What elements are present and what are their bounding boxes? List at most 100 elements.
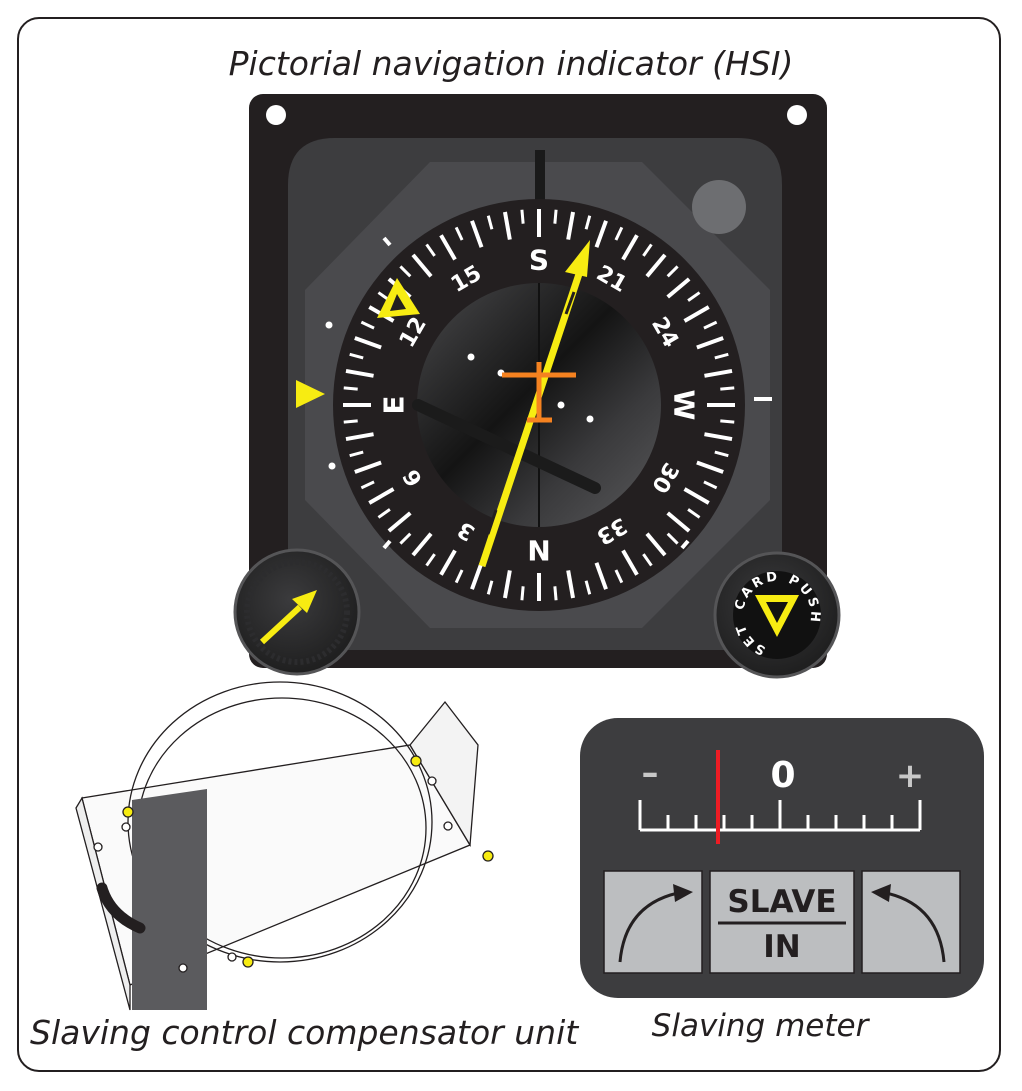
compass-tick [360, 320, 375, 330]
cw-slave-button[interactable] [861, 870, 961, 974]
slave-in-button[interactable]: SLAVE IN [709, 870, 855, 974]
compass-tick [621, 549, 639, 576]
compass-tick [666, 265, 679, 278]
compass-tick [349, 450, 364, 458]
compass-tick [454, 226, 464, 241]
compass-tick [399, 265, 412, 278]
compass-tick [703, 320, 718, 330]
compass-tick [666, 511, 691, 533]
compass-tick [439, 549, 457, 576]
compass-tick [642, 553, 653, 567]
meter-zero-label: 0 [770, 755, 795, 796]
deviation-dot [557, 401, 565, 409]
slave-label: SLAVE [727, 884, 836, 920]
mount-hole [93, 842, 103, 852]
compass-tick [621, 234, 639, 261]
compass-tick [354, 336, 382, 350]
compensator-slot [96, 882, 146, 934]
compass-tick [720, 419, 735, 424]
compass-tick [470, 562, 484, 590]
aircraft-symbol-icon [502, 362, 576, 423]
screw-icon [122, 806, 134, 818]
compensator-dark-band [132, 789, 207, 1010]
bezel-index [382, 236, 392, 247]
compass-tick [411, 532, 433, 557]
compass-tick [470, 220, 484, 248]
compass-tick [454, 569, 464, 584]
compass-tick [584, 580, 592, 595]
compass-tick [553, 209, 558, 224]
meter-scale [638, 800, 922, 832]
compass-tick [520, 209, 525, 224]
meter-caption: Slaving meter [651, 1008, 869, 1044]
bezel-index [382, 539, 392, 550]
mount-hole [121, 822, 131, 832]
screw-icon [482, 850, 494, 862]
compensator-caption: Slaving control compensator unit [30, 1013, 579, 1052]
compass-tick [696, 336, 724, 350]
compass-label-n: N [527, 534, 550, 567]
compass-tick [368, 487, 395, 505]
compass-tick [704, 432, 733, 442]
mount-hole [427, 776, 437, 786]
compass-tick [387, 511, 412, 533]
compass-card-ticks [343, 209, 735, 601]
meter-minus-label: – [642, 753, 659, 793]
compass-tick [343, 419, 358, 424]
compass-tick [502, 570, 512, 599]
compass-tick [343, 386, 358, 391]
in-label: IN [763, 929, 800, 965]
compass-tick [645, 532, 667, 557]
compass-label-w: W [668, 390, 701, 421]
mount-hole-left [266, 105, 286, 125]
compass-tick [439, 234, 457, 261]
indicator-lamp [692, 180, 746, 234]
compass-label-s: S [529, 244, 549, 277]
mount-hole [443, 821, 453, 831]
compass-tick [502, 211, 512, 240]
screw-icon [242, 956, 254, 968]
course-pointer-icon [478, 240, 590, 568]
compass-tick [425, 553, 436, 567]
compass-tick [411, 253, 433, 278]
compass-tick [645, 253, 667, 278]
compass-tick [666, 532, 679, 545]
compass-tick [687, 508, 701, 519]
compass-tick [486, 215, 494, 230]
compass-tick [683, 487, 710, 505]
mount-hole [227, 952, 237, 962]
compass-tick [345, 432, 374, 442]
mount-hole-right [787, 105, 807, 125]
compass-tick [345, 368, 374, 378]
ccw-arrow-icon [871, 884, 946, 963]
compass-tick [687, 291, 701, 302]
compass-tick [360, 480, 375, 490]
compass-tick [566, 570, 576, 599]
compass-tick [349, 352, 364, 360]
compass-tick [553, 586, 558, 601]
bezel-dot [325, 321, 333, 329]
compass-tick [354, 460, 382, 474]
compass-tick [594, 562, 608, 590]
hsi-title: Pictorial navigation indicator (HSI) [228, 44, 794, 83]
course-knob-arrow-icon [259, 590, 317, 645]
compass-tick [720, 386, 735, 391]
heading-set-triangle-inner [766, 602, 788, 623]
compass-tick [666, 277, 691, 299]
compass-label-e: E [378, 395, 411, 414]
cw-arrow-icon [618, 884, 693, 963]
course-select-knob[interactable] [233, 548, 361, 676]
compass-tick [425, 243, 436, 257]
compass-tick [704, 368, 733, 378]
compass-tick [642, 243, 653, 257]
compass-tick [486, 580, 494, 595]
bezel-dot [328, 462, 336, 470]
mount-hole [178, 963, 188, 973]
card-set-knob[interactable]: PUSH CARD SET [713, 551, 841, 679]
meter-plus-label: + [896, 756, 925, 796]
ccw-slave-button[interactable] [603, 870, 703, 974]
deviation-dot [467, 353, 475, 361]
compass-tick [714, 450, 729, 458]
